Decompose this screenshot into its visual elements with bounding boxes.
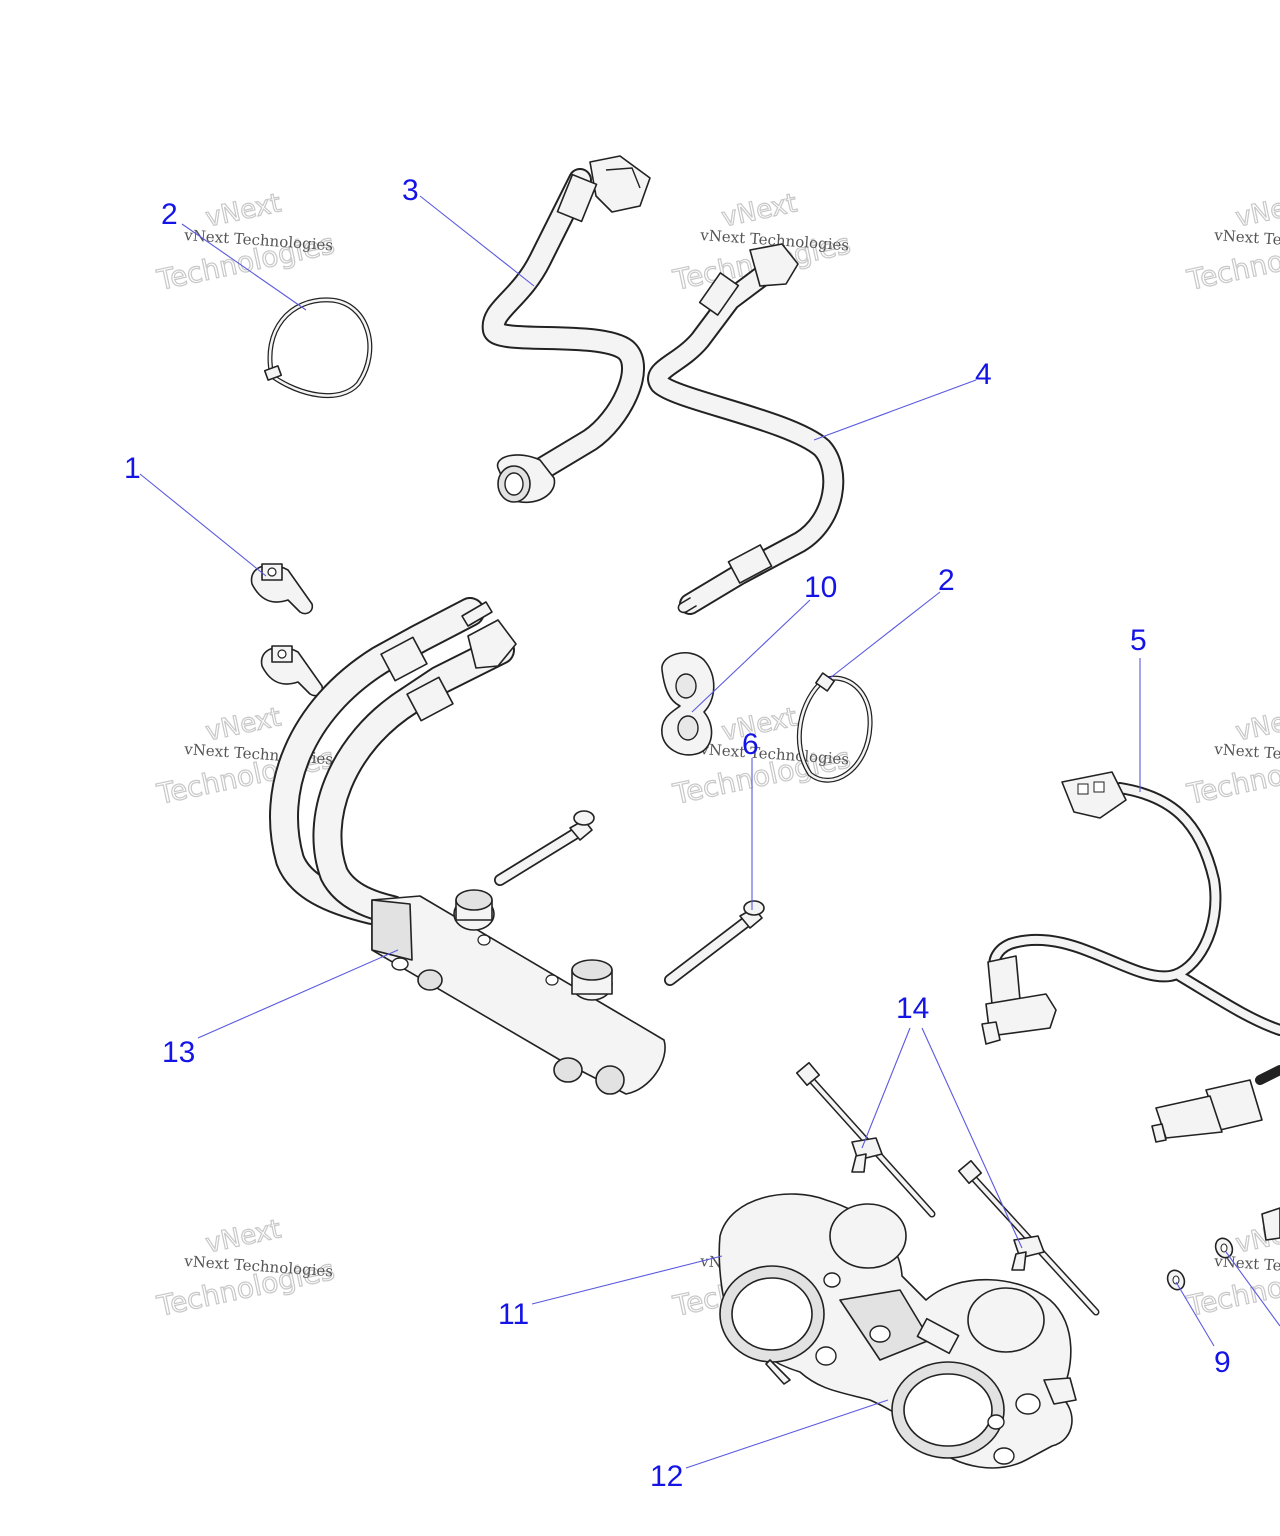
leader-13 [685, 1399, 889, 1469]
callout-5: 5 [1130, 624, 1147, 657]
callout-4: 4 [975, 358, 992, 391]
part-cable-tie-left [795, 1061, 936, 1218]
svg-text:vNext: vNext [203, 188, 284, 233]
part-washer-upper [1214, 1237, 1234, 1259]
callout-12: 13 [162, 1036, 195, 1069]
part-fuel-hose-4 [647, 243, 845, 615]
callout-6: 6 [742, 728, 759, 761]
part-washer-lower [1166, 1269, 1186, 1291]
svg-text:vNext: vNext [1233, 702, 1280, 747]
part-bolt-upper [494, 810, 595, 886]
part-cable-tie-right [957, 1159, 1100, 1316]
callout-13: 12 [650, 1460, 683, 1493]
svg-text:vNext: vNext [1233, 188, 1280, 233]
leader-3 [419, 195, 535, 287]
leader-1 [139, 473, 267, 577]
leader-10 [691, 599, 811, 713]
part-grommet [661, 652, 715, 756]
callout-labels: 2 3 4 1 10 2 5 6 13 14 11 9 12 [124, 174, 1231, 1493]
part-fuel-rail-assembly [269, 597, 666, 1095]
part-hose-clamp-lower [260, 645, 324, 697]
callout-2-mid: 2 [938, 564, 955, 597]
callout-1: 1 [124, 452, 141, 485]
part-injector-harness [981, 771, 1280, 1241]
part-bolt-lower [664, 900, 765, 986]
part-fuel-hose-3 [481, 155, 651, 504]
leader-14b [921, 1027, 1023, 1249]
callout-3: 3 [402, 174, 419, 207]
callout-11: 11 [498, 1298, 529, 1331]
svg-text:vNext: vNext [203, 1214, 284, 1259]
part-hose-clamp-upper [250, 563, 314, 615]
leader-4 [813, 379, 977, 441]
leader-2b [829, 591, 941, 679]
svg-text:vNext: vNext [719, 702, 800, 747]
leader-9b [1225, 1251, 1280, 1327]
callout-2-top: 2 [161, 198, 178, 231]
svg-text:vNext: vNext [719, 188, 800, 233]
part-cable-tie-loop-mid [796, 672, 873, 783]
part-cable-tie-loop-top [263, 297, 373, 398]
leader-9a [1175, 1281, 1215, 1347]
part-throttle-body [718, 1193, 1077, 1469]
leader-14a [861, 1027, 911, 1149]
leader-12 [197, 949, 399, 1039]
callout-9: 9 [1214, 1346, 1231, 1379]
leader-11 [531, 1255, 723, 1305]
callout-10: 10 [804, 571, 837, 604]
svg-text:vNext: vNext [203, 702, 284, 747]
leader-lines [139, 195, 1280, 1469]
leader-2a [181, 223, 307, 311]
callout-14: 14 [896, 992, 929, 1025]
